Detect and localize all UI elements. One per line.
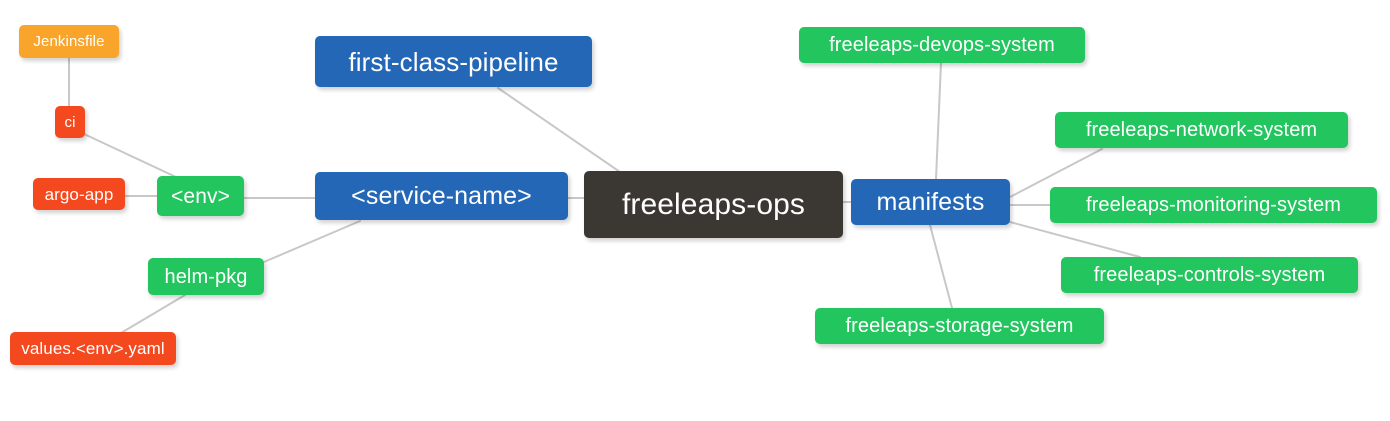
node-label-service-name: <service-name> <box>351 181 532 210</box>
node-label-helm-pkg: helm-pkg <box>164 265 248 288</box>
node-freeleaps-storage-system[interactable]: freeleaps-storage-system <box>815 308 1104 344</box>
edge-values-env-yaml-to-helm-pkg <box>120 294 186 334</box>
node-argo-app[interactable]: argo-app <box>33 178 125 210</box>
node-freeleaps-monitoring-system[interactable]: freeleaps-monitoring-system <box>1050 187 1377 223</box>
node-label-ci: ci <box>64 113 76 131</box>
edge-ci-to-env <box>83 133 177 178</box>
node-label-freeleaps-monitoring-system: freeleaps-monitoring-system <box>1085 194 1341 216</box>
node-jenkinsfile[interactable]: Jenkinsfile <box>19 25 119 58</box>
node-label-freeleaps-ops: freeleaps-ops <box>621 187 806 221</box>
node-label-argo-app: argo-app <box>44 184 114 204</box>
node-freeleaps-network-system[interactable]: freeleaps-network-system <box>1055 112 1348 148</box>
node-label-freeleaps-devops-system: freeleaps-devops-system <box>829 34 1055 56</box>
node-label-jenkinsfile: Jenkinsfile <box>33 33 105 50</box>
node-label-manifests: manifests <box>876 187 985 216</box>
node-helm-pkg[interactable]: helm-pkg <box>148 258 264 295</box>
node-freeleaps-ops[interactable]: freeleaps-ops <box>584 171 843 238</box>
edge-helm-pkg-to-service-name <box>263 220 361 263</box>
edge-manifests-to-freeleaps-controls-system <box>1009 221 1141 258</box>
node-first-class-pipeline[interactable]: first-class-pipeline <box>315 36 592 87</box>
node-env[interactable]: <env> <box>157 176 244 216</box>
node-label-values-env-yaml: values.<env>.yaml <box>21 339 165 358</box>
node-manifests[interactable]: manifests <box>851 179 1010 225</box>
node-label-env: <env> <box>171 184 230 208</box>
node-ci[interactable]: ci <box>55 106 85 138</box>
edge-first-class-pipeline-to-freeleaps-ops <box>497 87 621 173</box>
node-freeleaps-devops-system[interactable]: freeleaps-devops-system <box>799 27 1085 63</box>
node-label-first-class-pipeline: first-class-pipeline <box>348 46 559 77</box>
node-label-freeleaps-controls-system: freeleaps-controls-system <box>1093 264 1326 286</box>
node-label-freeleaps-network-system: freeleaps-network-system <box>1085 119 1318 141</box>
node-service-name[interactable]: <service-name> <box>315 172 568 220</box>
node-label-freeleaps-storage-system: freeleaps-storage-system <box>845 315 1074 337</box>
node-values-env-yaml[interactable]: values.<env>.yaml <box>10 332 176 365</box>
node-freeleaps-controls-system[interactable]: freeleaps-controls-system <box>1061 257 1358 293</box>
edge-manifests-to-freeleaps-storage-system <box>929 224 953 309</box>
edge-manifests-to-freeleaps-devops-system <box>935 62 942 180</box>
